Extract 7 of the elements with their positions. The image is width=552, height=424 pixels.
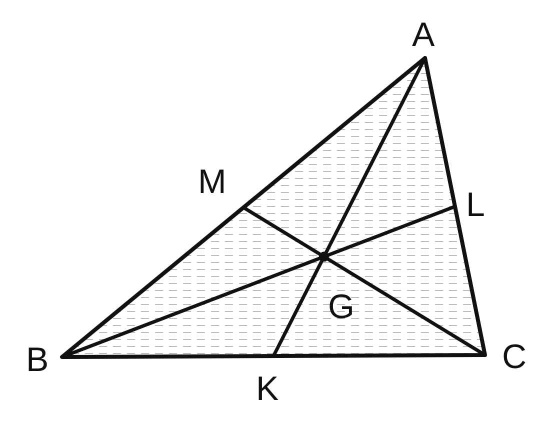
point-label: M [198, 165, 226, 199]
point-label: G [328, 290, 354, 324]
point-label: L [466, 188, 485, 222]
point-label: B [26, 343, 49, 377]
point-label: A [412, 18, 435, 52]
point-label: K [256, 372, 279, 406]
point-label: C [502, 340, 527, 374]
